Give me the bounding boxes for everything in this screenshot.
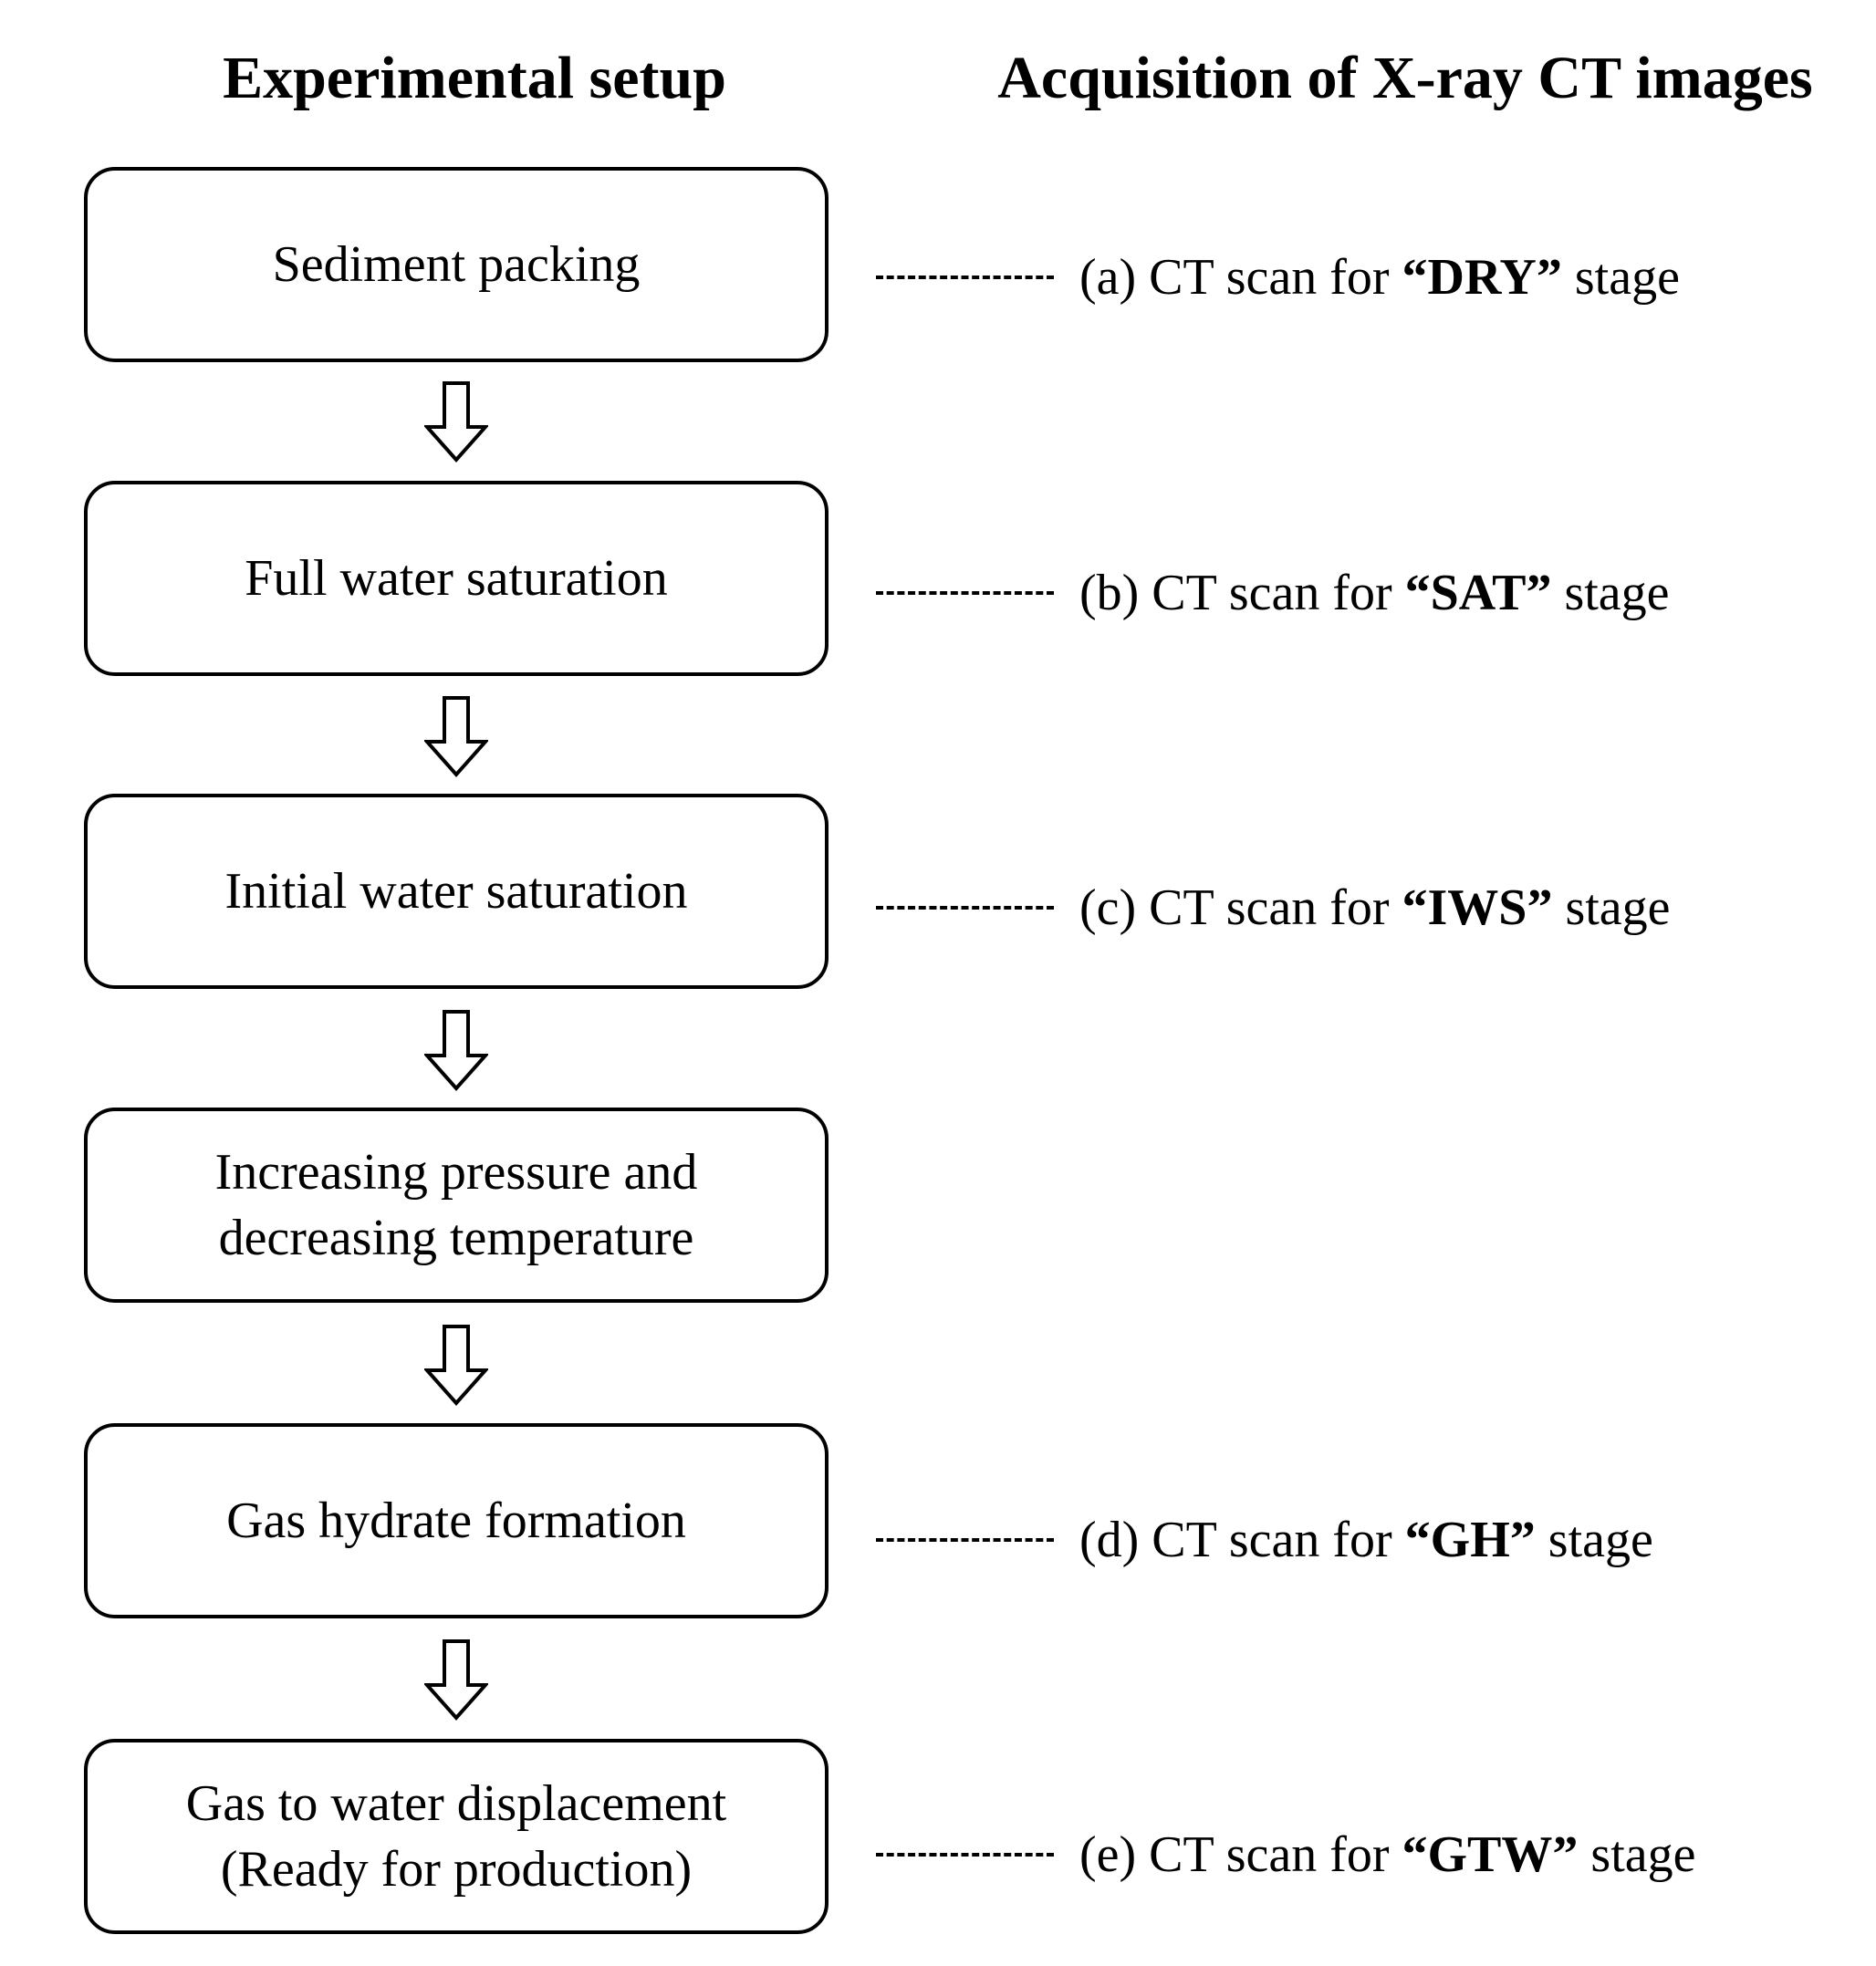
step-label: Gas hydrate formation: [226, 1493, 686, 1549]
ct-scan-gtw: (e) CT scan for “GTW” stage: [876, 1818, 1861, 1891]
stage-name: “GH”: [1404, 1512, 1536, 1568]
dashed-connector: [876, 276, 1054, 279]
down-arrow-icon: [424, 1010, 488, 1092]
ct-acquisition-heading: Acquisition of X-ray CT images: [997, 45, 1813, 111]
dashed-connector: [876, 906, 1054, 910]
down-arrow-icon: [424, 381, 488, 463]
down-arrow-icon: [424, 696, 488, 778]
step-label: Gas to water displacement (Ready for pro…: [185, 1775, 727, 1898]
step-label: Sediment packing: [272, 236, 641, 293]
experimental-setup-heading: Experimental setup: [223, 45, 726, 111]
step-box-initial-water-saturation: Initial water saturation: [84, 794, 829, 989]
dashed-connector: [876, 1538, 1054, 1542]
stage-name: “IWS”: [1402, 879, 1553, 936]
down-arrow-icon: [424, 1639, 488, 1722]
step-label: Full water saturation: [245, 550, 668, 607]
ct-scan-sat: (b) CT scan for “SAT” stage: [876, 557, 1861, 629]
ct-scan-label: (e) CT scan for “GTW” stage: [1079, 1826, 1696, 1883]
step-box-full-water-saturation: Full water saturation: [84, 481, 829, 676]
stage-name: “GTW”: [1402, 1826, 1579, 1883]
step-box-sediment-packing: Sediment packing: [84, 167, 829, 362]
step-label: Increasing pressure and decreasing tempe…: [214, 1144, 698, 1266]
ct-scan-dry: (a) CT scan for “DRY” stage: [876, 241, 1861, 314]
ct-scan-iws: (c) CT scan for “IWS” stage: [876, 871, 1861, 944]
ct-scan-gh: (d) CT scan for “GH” stage: [876, 1503, 1861, 1576]
ct-scan-label: (c) CT scan for “IWS” stage: [1079, 879, 1671, 936]
ct-scan-label: (d) CT scan for “GH” stage: [1079, 1512, 1653, 1568]
stage-name: “DRY”: [1402, 249, 1562, 306]
step-box-gas-hydrate-formation: Gas hydrate formation: [84, 1423, 829, 1618]
ct-scan-label: (a) CT scan for “DRY” stage: [1079, 249, 1680, 306]
step-box-pressure-temperature: Increasing pressure and decreasing tempe…: [84, 1108, 829, 1303]
step-box-gas-to-water-displacement: Gas to water displacement (Ready for pro…: [84, 1739, 829, 1934]
ct-scan-label: (b) CT scan for “SAT” stage: [1079, 565, 1670, 621]
dashed-connector: [876, 1853, 1054, 1857]
dashed-connector: [876, 591, 1054, 595]
down-arrow-icon: [424, 1325, 488, 1407]
step-label: Initial water saturation: [224, 863, 688, 920]
stage-name: “SAT”: [1404, 565, 1552, 621]
